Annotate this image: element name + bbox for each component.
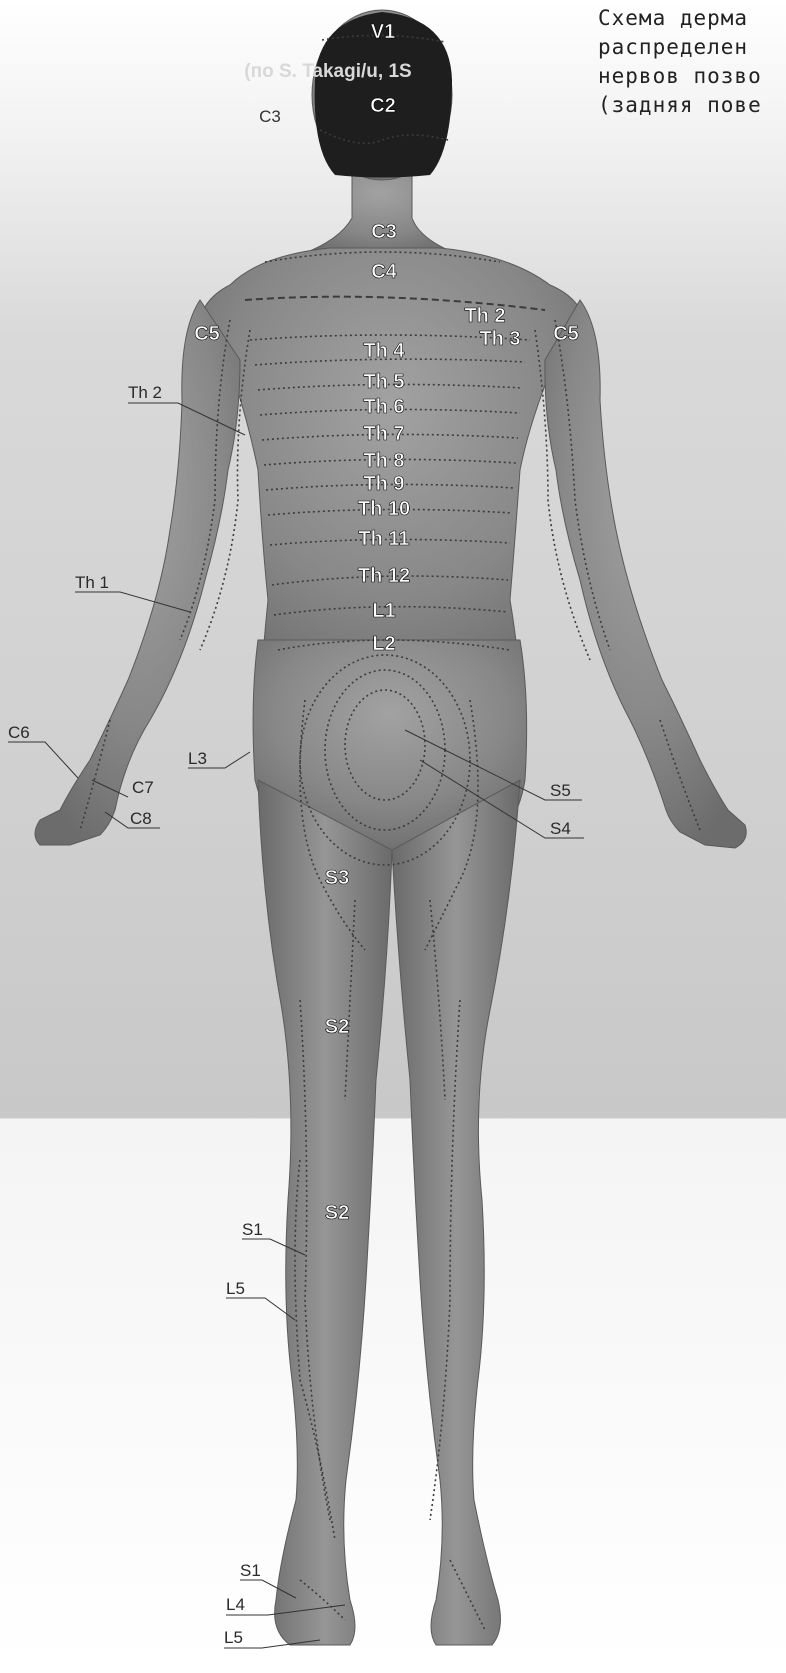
callout-s4: S4 [550,819,571,838]
caption-line-1: Схема дерма [598,4,786,33]
callout-l5-leg: L5 [226,1279,245,1298]
callout-c8: C8 [130,809,152,828]
callout-l4-foot: L4 [226,1595,245,1614]
label-c2: C2 [370,95,396,117]
label-c3-neck: C3 [259,107,281,126]
figure-caption: Схема дерма распределен нервов позво (за… [598,4,786,120]
spine-label: Th 10 [358,498,410,520]
callout-s1-leg: S1 [242,1220,263,1239]
label-v1: V1 [371,21,395,43]
spine-label: Th 12 [358,565,410,587]
callout-c6: C6 [8,723,30,742]
faded-source-text: (по S. Takagi/u, 1S [218,60,438,84]
label-c5-right: C5 [553,323,579,345]
callout-s1-foot: S1 [240,1561,261,1580]
label-c5-left: C5 [194,323,220,345]
callout-s5: S5 [550,781,571,800]
spine-label: Th 7 [363,423,404,445]
callout-c7: C7 [132,778,154,797]
callout-th1: Th 1 [75,573,109,592]
spine-label: Th 9 [363,473,404,495]
callout-l3: L3 [188,749,207,768]
spine-label: Th 11 [358,528,409,550]
spine-label: Th 6 [363,396,404,418]
spine-label: C4 [371,261,397,283]
spine-label: Th 8 [363,450,404,472]
callout-th2-arm: Th 2 [128,383,162,402]
spine-label: L1 [372,600,395,622]
caption-line-4: (задняя пове [598,91,786,120]
faded-source-line: (по S. Takagi/u, 1S [218,60,438,84]
label-th3-back: Th 3 [479,328,520,350]
caption-line-2: распределен [598,33,786,62]
spine-label: Th 5 [363,371,404,393]
label-th2-back: Th 2 [464,305,505,327]
label-s3: S3 [325,867,349,889]
callout-l5-foot: L5 [224,1628,243,1647]
label-s2-thigh: S2 [325,1016,349,1038]
spine-label: Th 4 [363,340,405,362]
label-s2-calf: S2 [325,1202,349,1224]
caption-line-3: нервов позво [598,62,786,91]
spine-label: C3 [371,221,397,243]
spine-label: L2 [372,633,395,655]
